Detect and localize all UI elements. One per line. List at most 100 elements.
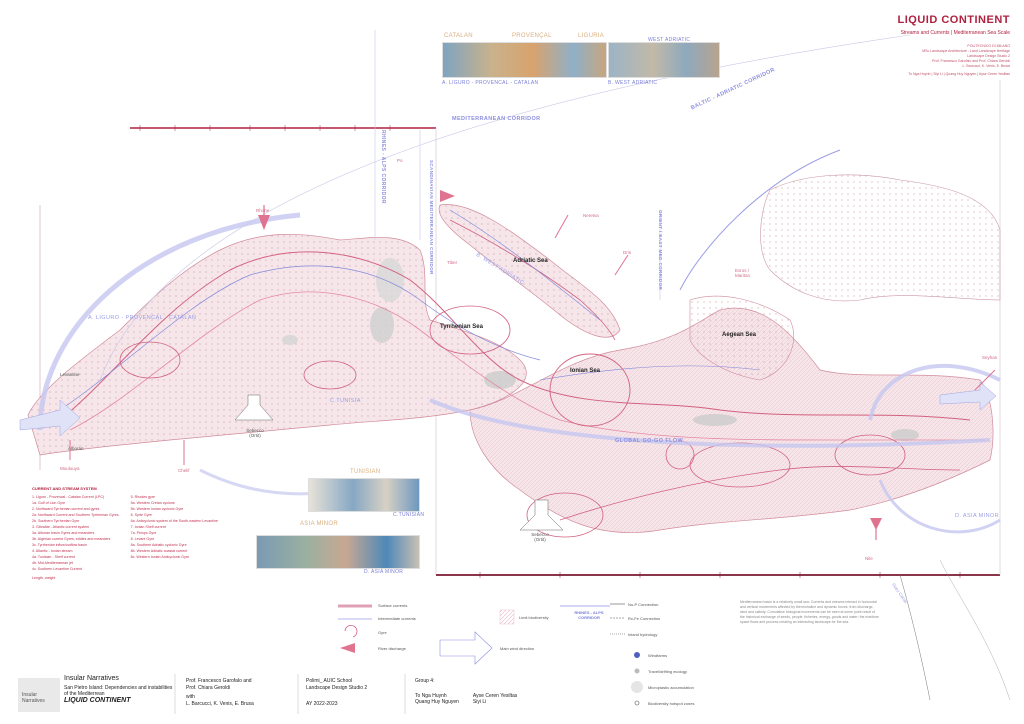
member-name: Siyi Li — [472, 699, 487, 705]
legend-item: 8c. Western Ionian Anticyclonic Gyre — [130, 555, 190, 559]
legend-rxfe: Rx-Fe Connection — [628, 616, 661, 621]
school: Polimi_ AUIC School — [306, 678, 353, 684]
photo-label-asia-minor: ASIA MINOR — [300, 521, 339, 527]
title-block: LIQUID CONTINENT Streams and Currents | … — [898, 14, 1011, 77]
project-subtitle: LIQUID CONTINENT — [64, 696, 131, 704]
legend-inland: Inland hydrology — [628, 632, 658, 637]
credit-line: L. Barcucci, K. Venis, E. Brusa — [962, 64, 1010, 68]
photo-label-liguria: LIGURIA — [578, 33, 605, 39]
legend-title: CURRENT AND STREAM SYSTEM — [32, 486, 97, 491]
photo-label-west-adriatic: WEST ADRIATIC — [648, 37, 691, 43]
legend-note: Length, weight — [32, 576, 56, 580]
legend-wind: Main wind direction — [500, 646, 535, 651]
legend-item: 1a. Gulf of Lion Gyre — [32, 501, 66, 505]
sea-label-aegean: Aegean Sea — [722, 332, 757, 338]
member-name: Ayse Ceren Yesiltas — [472, 692, 518, 699]
legend-intermediate: Intermediate currents — [378, 616, 416, 621]
legend-col-1: 1. Liguro - Provencal - Catalan Current … — [32, 494, 119, 581]
legend-gyre: Gyre — [378, 630, 387, 635]
legend-item: 8a. Southern Adriatic cyclonic Gyre — [130, 543, 187, 547]
box-sebecco-1: Sebecco (Ortit) — [246, 428, 264, 438]
member-name: Quang Huy Nguyen — [415, 699, 459, 705]
project-block: Insular Narratives San Pietro Island: De… — [64, 675, 174, 704]
current-legend: CURRENT AND STREAM SYSTEM 1. Liguro - Pr… — [32, 486, 218, 581]
assistants: L. Barcucci, K. Venis, E. Brusa — [186, 700, 254, 707]
legend-river: River discharge — [378, 646, 406, 651]
river-po: Po — [397, 158, 403, 163]
legend-windfarms: Windfarms — [648, 653, 668, 658]
river-drin: Drin — [623, 250, 632, 255]
corridor-mediterranean: MEDITERRANEAN CORRIDOR — [452, 116, 541, 122]
legend-item: 3b. Algerian current Gyres, eddies and m… — [32, 537, 111, 541]
corridor-liguro: A. LIGURO - PROVENCAL - CATALAN — [88, 315, 197, 321]
legend-surface: Surface currents — [378, 603, 408, 608]
corridor-asia-minor: D. ASIA MINOR — [955, 513, 1000, 519]
river-evros: Evros / Maritsa — [735, 268, 750, 278]
credit-line: MSc Landscape Architecture - Land Landsc… — [922, 49, 1010, 53]
credit-line: Prof. Francesco Garofalo and Prof. Chiar… — [932, 59, 1010, 63]
sea-label-ionian: Ionian Sea — [570, 368, 601, 374]
logo-text: Insular Narratives — [22, 692, 45, 704]
legend-item: 8b. Western Adriatic coastal current — [130, 549, 188, 553]
sea-label-tyrrhenian: Tyrrhenian Sea — [440, 324, 483, 330]
with-label: with — [186, 694, 195, 700]
legend-item: 2a. Northward Current and Southern Tyrrh… — [32, 513, 119, 517]
label-levantine: Levantine — [60, 372, 80, 377]
label-alboran: Alboran — [68, 446, 84, 451]
school-block: Polimi_ AUIC School Landscape Design Stu… — [306, 678, 404, 708]
photo-liguro-provencal-catalan — [442, 42, 607, 78]
photo-label-catalan: CATALAN — [444, 33, 473, 39]
page-subtitle: Streams and Currents | Mediterranean Sea… — [900, 30, 1010, 36]
professors-block: Prof. Francesco Garofalo and Prof. Chiar… — [186, 678, 296, 707]
legend-col-2: 5. Rhodes gyre 5a. Western Cretan cyclon… — [131, 494, 218, 581]
river-moulouya: Moulouya — [60, 466, 80, 471]
legend-item: 4a. Tunisian - Shelf current — [32, 555, 75, 559]
photo-west-adriatic — [608, 42, 720, 78]
prof-line-2: Prof. Chiara Geroldi — [186, 684, 231, 691]
legend-hotspot: Biodiversity hotspot zones — [648, 701, 695, 706]
legend-item: 1. Liguro - Provencal - Catalan Current … — [32, 495, 105, 499]
course: Landscape Design Studio 2 — [306, 684, 368, 691]
legend-item: 4b. Mid-Mediterranean jet — [32, 561, 73, 565]
corridor-scandinavian: SCANDINAVIAN MEDITERRANEAN CORRIDOR — [429, 160, 434, 275]
member-name: To Nga Huynh — [415, 692, 447, 699]
legend-item: 6a. Anticyclonic system of the South-eas… — [130, 519, 218, 523]
year: AY 2022-2023 — [306, 701, 338, 707]
legend-item: 5a. Western Cretan cyclone — [130, 501, 175, 505]
legend-drifting: Travel/drifting ecology — [648, 669, 687, 674]
river-chelif: Chelif — [178, 468, 190, 473]
legend-microplastic: Microplastic accumulation — [648, 685, 694, 690]
credit-line: POLITECNICO DI MILANO — [967, 44, 1010, 48]
corridor-tunisia: C.TUNISIA — [330, 398, 361, 404]
legend-description: Mediterranean basin is a relatively smal… — [740, 600, 879, 624]
legend-item: 6. Syrte Gyre — [130, 513, 152, 517]
prof-line-1: Prof. Francesco Garofalo and — [186, 678, 252, 684]
photo-asia-minor — [256, 535, 420, 569]
corridor-rhines-alps: RHINES - ALPS CORRIDOR — [380, 130, 386, 204]
credit-line: Landscape Design Studio 2 — [967, 54, 1010, 58]
photo-caption-c: C.TUNISIAN — [393, 512, 425, 518]
photo-caption-b: B. WEST ADRIATIC — [608, 80, 658, 86]
photo-caption-a: A. LIGURO - PROVENCAL - CATALAN — [442, 80, 539, 86]
legend-biodiversity: Limit biodiversity — [519, 615, 549, 620]
logo: Insular Narratives — [18, 678, 60, 712]
legend-item: 4. Atlantic - Ionian stream — [32, 549, 73, 553]
legend-corridor: RHINES - ALPS CORRIDOR — [574, 610, 604, 620]
sea-label-adriatic: Adriatic Sea — [513, 258, 548, 264]
corridor-orient: ORIENT / EAST MED CORRIDOR — [658, 210, 663, 291]
photo-label-provencal: PROVENÇAL — [512, 33, 552, 39]
photo-label-tunisian: TUNISIAN — [350, 469, 381, 475]
legend-item: 3. Gibraltar - Atlantic current system — [32, 525, 90, 529]
corridor-global: GLOBAL GO-GO FLOW — [615, 438, 684, 444]
page-title: LIQUID CONTINENT — [897, 14, 1010, 26]
legend-item: 5b. Western Ionian cyclonic Gyre — [130, 507, 184, 511]
legend-item: 4c. Southern Levantine Current — [32, 567, 82, 571]
river-nile: Nile — [865, 556, 873, 561]
legend-item: 7a. Pelops Gyre — [130, 531, 157, 535]
photo-caption-d: D. ASIA MINOR — [364, 569, 404, 575]
photo-tunisian — [308, 478, 420, 512]
legend-nop: No-P Connection — [628, 602, 659, 607]
legend-item: 7. Ionian Shelf current — [130, 525, 166, 529]
legend-item: 8. Levant Gyre — [130, 537, 155, 541]
